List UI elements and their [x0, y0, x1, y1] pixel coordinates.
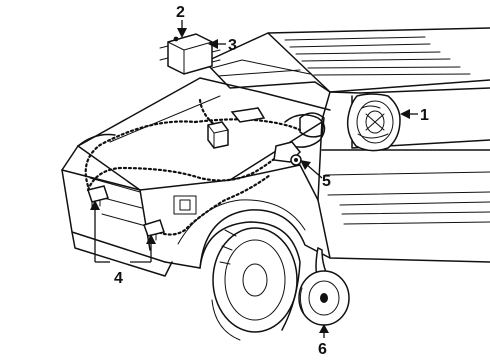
callout-label-4: 4: [114, 270, 123, 287]
callout-label-5: 5: [322, 173, 331, 190]
diagnostic-unit: [207, 107, 266, 149]
callout-6: 6: [318, 324, 329, 358]
horn: [298, 246, 350, 326]
callout-3: 3: [208, 37, 237, 54]
callout-4: 4: [90, 200, 156, 287]
callout-5: 5: [300, 160, 331, 190]
front-sensor-left: [87, 185, 109, 209]
callout-label-2: 2: [176, 4, 185, 21]
callout-2: 2: [176, 4, 187, 38]
front-wheel: [199, 221, 301, 341]
front-sensor-right: [143, 219, 165, 243]
callout-label-6: 6: [318, 341, 327, 358]
callout-label-1: 1: [420, 107, 429, 124]
sensor-module: [159, 33, 221, 75]
airbag-module: [346, 93, 401, 152]
callout-1: 1: [400, 107, 429, 124]
callout-label-3: 3: [228, 37, 237, 54]
steering-wheel-assembly: [273, 114, 326, 166]
vehicle-outline: [61, 27, 490, 277]
